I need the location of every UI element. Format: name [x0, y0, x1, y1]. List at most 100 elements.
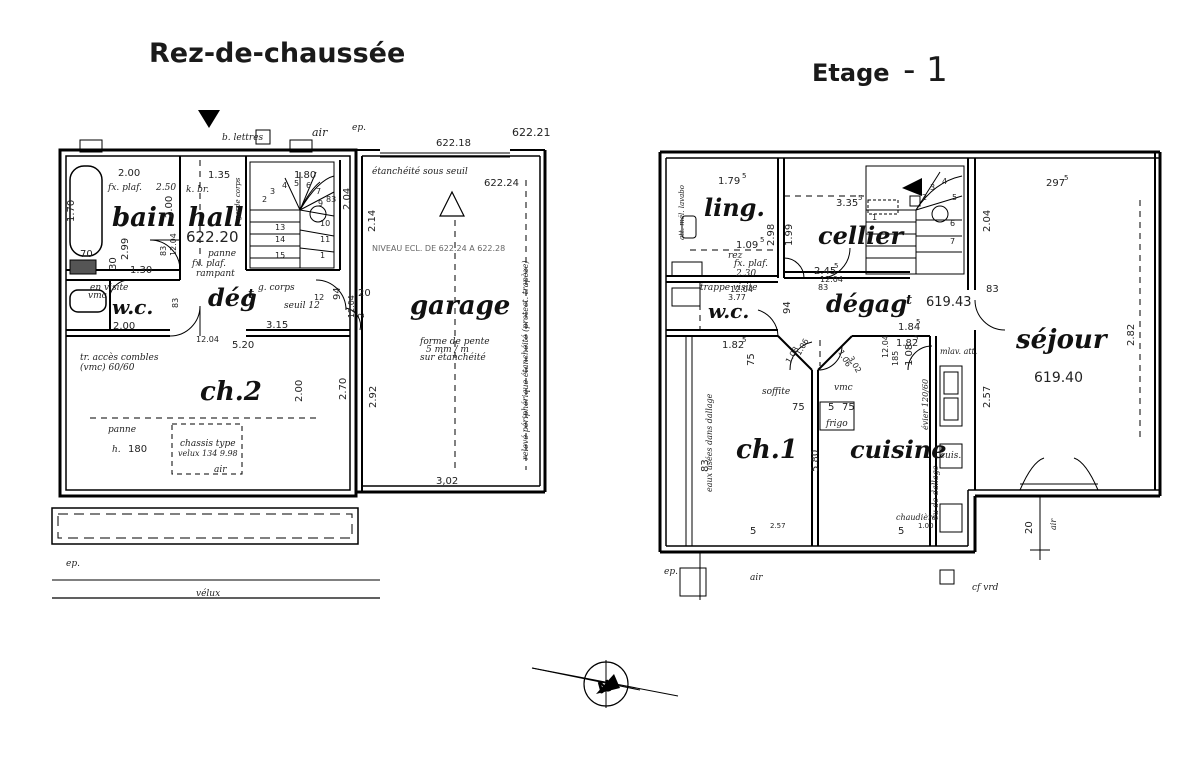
ground-staircase: [249, 161, 335, 269]
dim: 5: [760, 236, 764, 244]
note: ep.: [352, 123, 366, 133]
dim: 2.00: [294, 380, 305, 402]
toilet: [69, 289, 107, 313]
dim: 5: [914, 334, 918, 342]
note: 2.50: [155, 183, 176, 193]
note: att. mél. lavabo: [678, 185, 686, 240]
dim: 6: [950, 219, 955, 228]
dim: 2.00: [113, 321, 135, 332]
level-outside-right: 622.21: [512, 126, 551, 139]
note: g. corps: [258, 283, 295, 293]
note: mlav. att.: [940, 347, 977, 356]
note: fx. plaf.: [733, 259, 768, 269]
dim: 83: [986, 284, 999, 295]
dim: 75: [842, 402, 855, 413]
compass-n-label: N: [595, 676, 613, 698]
dim: 13: [275, 223, 285, 232]
upper-floor-title-number: - 1: [903, 50, 948, 90]
dim: 1.09: [736, 240, 758, 251]
room-bain: bain: [112, 203, 176, 233]
dim: 2.82: [1126, 324, 1137, 346]
dim: 15: [275, 251, 285, 260]
note: cuis.: [940, 451, 961, 461]
note: air: [750, 573, 763, 583]
dim: 1.82: [722, 340, 744, 351]
note: k. br.: [186, 185, 209, 195]
level-garage-top: 622.18: [436, 138, 471, 149]
dim: 2.00: [118, 168, 140, 179]
dim: 5: [828, 402, 834, 413]
note: forme de pente: [419, 337, 490, 347]
room-ch2: ch.2: [200, 377, 262, 407]
dim: 70: [80, 249, 93, 260]
dim: 83: [159, 246, 168, 256]
dim: 12.04: [730, 285, 753, 294]
dim: 180: [128, 444, 147, 455]
note: tr. accès combles: [80, 352, 159, 363]
dim: 1.82: [896, 338, 918, 349]
dim: 5: [898, 526, 904, 537]
upper-floor-title-word: Etage: [812, 59, 890, 87]
upper-outer-walls: [658, 150, 1162, 554]
dim: 12: [314, 293, 324, 302]
note: vmc: [834, 383, 853, 393]
dim: 3: [270, 187, 275, 196]
level-sejour: 619.40: [1034, 370, 1083, 386]
dim: 83: [326, 195, 336, 204]
room-ling: ling.: [704, 193, 765, 222]
dim: 2.04: [342, 188, 353, 210]
dim: 2.70: [338, 378, 349, 400]
note: NIVEAU ECL. DE 622.24 A 622.28: [372, 244, 505, 253]
dim: 5: [294, 179, 299, 188]
dim: 2: [262, 195, 267, 204]
note: air: [312, 126, 328, 139]
dim: 3.77: [728, 293, 746, 302]
note: chassis type: [180, 439, 236, 449]
level-hall: 622.20: [186, 228, 239, 246]
dim: 5: [952, 193, 957, 202]
dim: 1.08: [904, 344, 915, 366]
dim: 2.92: [368, 386, 379, 408]
ground-pillar-right: [289, 139, 313, 153]
room-sejour: séjour: [1015, 325, 1109, 355]
dim: 75: [792, 402, 805, 413]
room-deg: dég: [208, 283, 257, 312]
ground-notes: b. lettres air ep. fx. plaf. 2.50 k. br.…: [66, 123, 530, 599]
room-degag-sup: t: [906, 293, 912, 308]
upper-interior-walls: [666, 158, 976, 546]
room-cellier: cellier: [818, 221, 906, 250]
note: panne: [108, 425, 136, 435]
note: en visite: [90, 283, 128, 293]
dim: 2.00: [164, 196, 175, 218]
dim: 2: [357, 313, 366, 318]
note: fx. plaf.: [107, 183, 142, 193]
dim: 7: [316, 187, 321, 196]
dim: 185: [891, 351, 900, 366]
dim: 5: [1064, 174, 1068, 182]
note: garde corps: [234, 177, 242, 220]
dim: 2: [922, 193, 927, 202]
note: ep.: [664, 567, 678, 577]
dim: 1.99: [784, 224, 795, 246]
room-wc-upper: w.c.: [708, 299, 749, 323]
dim: 2.57: [982, 386, 993, 408]
dim: 20: [1024, 521, 1035, 534]
note: (vmc) 60/60: [80, 362, 135, 373]
room-wc: w.c.: [112, 295, 153, 319]
ground-doors: [109, 239, 361, 337]
dim: 1.70: [66, 200, 77, 222]
dim: 1.00: [918, 522, 934, 530]
dim: 2.45: [814, 266, 836, 277]
dim: 83: [700, 459, 711, 472]
dim: 5.80: [810, 450, 821, 472]
bathtub: [69, 165, 103, 257]
dim: 1.84: [898, 322, 920, 333]
dim: 2.98: [766, 224, 777, 246]
entry-arrow-icon: [198, 110, 220, 128]
room-garage: garage: [410, 291, 510, 321]
dim: 4: [282, 181, 287, 190]
dim: 11: [320, 235, 330, 244]
dim: 5: [858, 194, 862, 202]
garage-slope-arrow-icon: [439, 190, 465, 217]
